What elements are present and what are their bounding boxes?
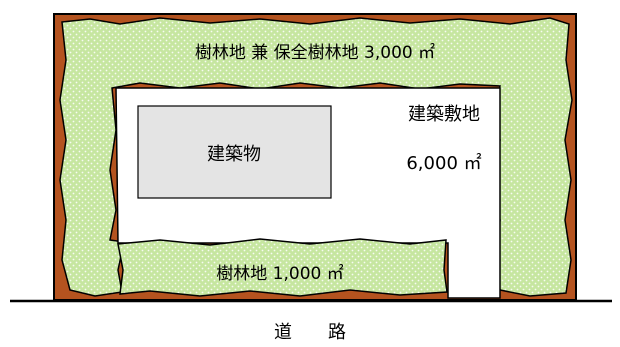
site-area-label: 6,000 ㎡: [406, 152, 481, 174]
building-label: 建築物: [207, 144, 261, 165]
site-title-label: 建築敷地: [408, 104, 480, 125]
road-label: 道路: [274, 322, 382, 343]
lower-forest-area: [117, 238, 448, 297]
lower-forest-label: 樹林地 1,000 ㎡: [216, 264, 343, 284]
building: [137, 105, 332, 199]
outer-forest-label: 樹林地 兼 保全樹林地 3,000 ㎡: [195, 43, 435, 63]
